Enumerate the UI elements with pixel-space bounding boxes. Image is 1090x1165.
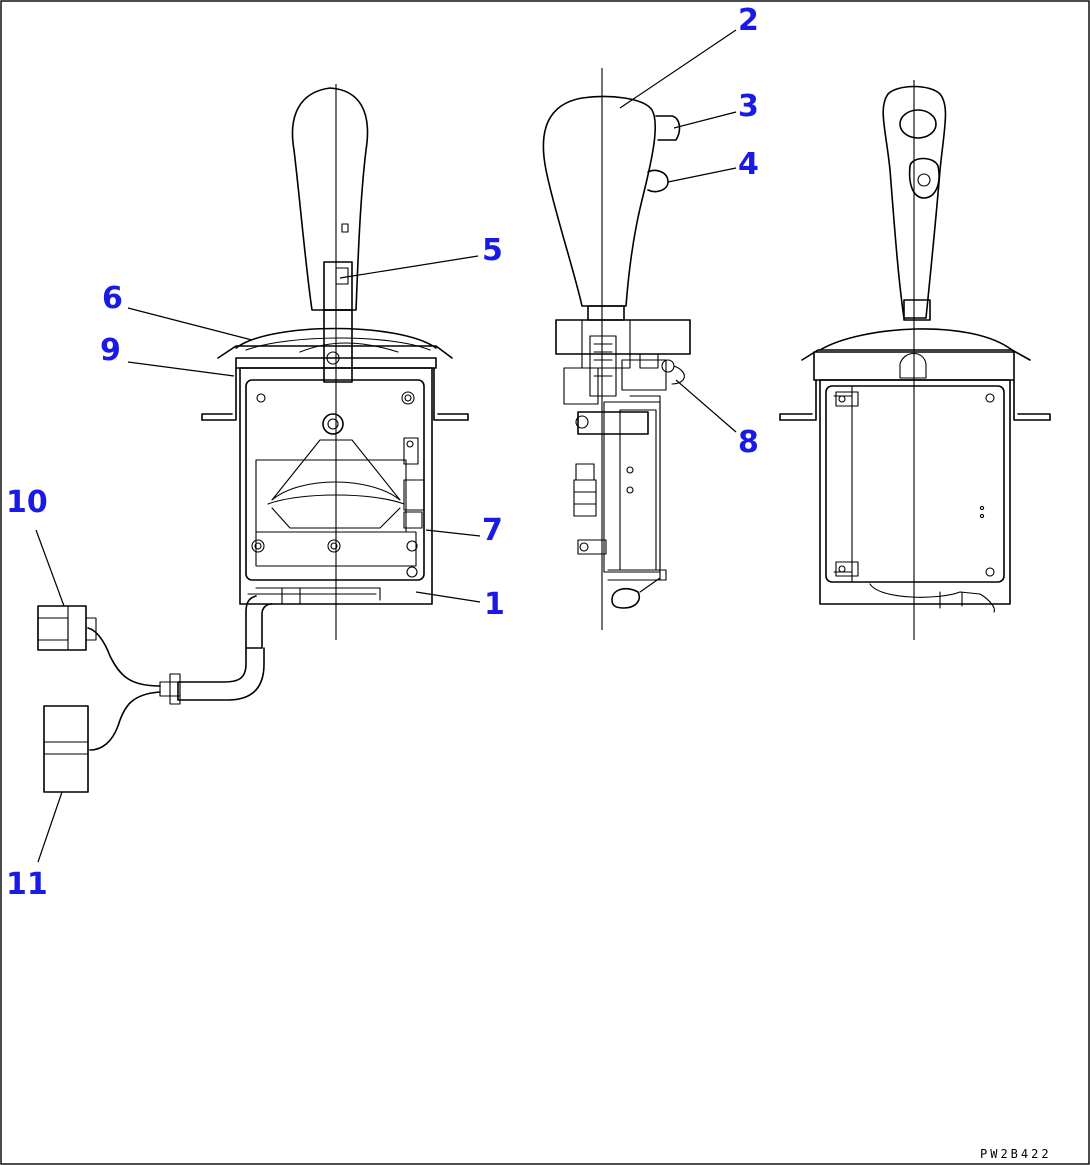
side-top-plate [555, 319, 691, 355]
callout-10: 10 [6, 485, 48, 520]
rear-plate [825, 385, 1005, 583]
leader-1 [415, 591, 481, 603]
drawing-code: PW2B422 [980, 1147, 1052, 1161]
leader-9 [127, 361, 235, 377]
front-pivot-bolt [322, 413, 344, 435]
leader-6 [127, 307, 253, 341]
front-flange-right [433, 367, 469, 421]
callout-8: 8 [738, 425, 759, 460]
leader-3 [673, 111, 737, 129]
rear-knob [882, 85, 947, 319]
callout-7: 7 [482, 513, 503, 548]
wire-to-connector-11 [89, 691, 161, 751]
callout-4: 4 [738, 147, 759, 182]
callout-3: 3 [738, 89, 759, 124]
callout-5: 5 [482, 233, 503, 268]
side-cable-grommet [611, 587, 640, 609]
side-button-4 [647, 169, 669, 193]
side-button-3 [655, 115, 681, 141]
leader-7 [425, 529, 481, 537]
front-cable-tube [245, 595, 273, 649]
leader-11 [37, 791, 63, 863]
callout-2: 2 [738, 3, 759, 38]
front-flange-left [201, 367, 237, 421]
front-housing [239, 367, 433, 605]
front-switch [403, 437, 419, 465]
rear-view [779, 85, 1051, 613]
front-view [37, 87, 469, 793]
side-bracket [577, 411, 649, 435]
front-knob [291, 87, 369, 311]
leader-4 [667, 167, 737, 183]
leader-8 [675, 379, 737, 433]
callout-1: 1 [484, 587, 505, 622]
leader-5 [339, 255, 479, 279]
rear-housing [819, 379, 1011, 605]
connector-11 [43, 705, 89, 793]
rear-boot [819, 328, 1013, 351]
front-pointer [271, 439, 401, 501]
rear-knob-hole [899, 109, 937, 139]
side-knob [542, 95, 657, 307]
front-boot [235, 327, 437, 349]
wire-to-connector-10 [87, 627, 161, 687]
callout-9: 9 [100, 333, 121, 368]
leader-2 [619, 29, 737, 109]
callout-6: 6 [102, 281, 123, 316]
leader-10 [35, 529, 65, 607]
front-screw-icon [256, 393, 266, 403]
connector-10 [37, 605, 87, 651]
front-plate [245, 379, 425, 581]
callout-11: 11 [6, 867, 48, 902]
side-board [603, 401, 661, 573]
side-view [542, 95, 691, 609]
